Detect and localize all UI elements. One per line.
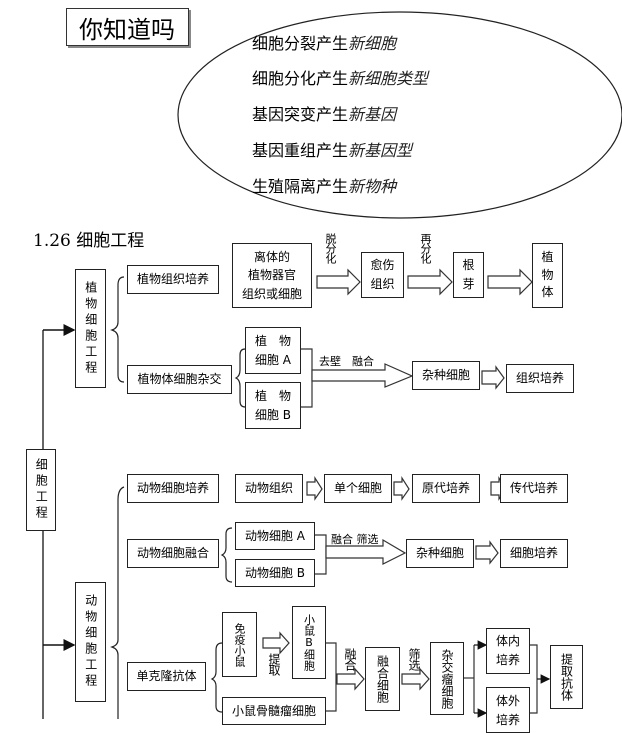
fuse-label: 融合 (343, 648, 357, 670)
did-you-know-banner: 你知道吗 (66, 8, 189, 46)
monoclonal-antibody-node: 单克隆抗体 (127, 662, 206, 691)
animal-hybrid-cell-node: 杂种细胞 (406, 539, 474, 568)
block-arrow (336, 667, 365, 691)
plant-hybrid-cell-node: 杂种细胞 (412, 361, 480, 390)
plant-cell-a-node: 植 物细胞 A (245, 327, 301, 374)
single-cell-node: 单个细胞 (324, 474, 392, 503)
extract-antibody-node: 提取抗体 (550, 645, 583, 709)
animal-tissue-node: 动物组织 (235, 474, 303, 503)
primary-culture-node: 原代培养 (412, 474, 480, 503)
myeloma-cell-node: 小鼠骨髓瘤细胞 (222, 697, 326, 725)
animal-cell-a-node: 动物细胞 A (235, 522, 315, 550)
extract-label: 提取 (267, 653, 281, 675)
plant-tissue-culture-result-node: 组织培养 (506, 364, 574, 393)
fact-item: 细胞分裂产生新细胞 (252, 34, 397, 53)
plant-body-node: 植物体 (532, 243, 563, 308)
plant-engineering-node: 植物细胞工程 (75, 269, 106, 388)
block-arrow (262, 631, 290, 655)
did-you-know-title: 你知道吗 (79, 15, 175, 44)
block-arrow (325, 538, 407, 565)
redifferentiation-label: 再分化 (419, 233, 432, 263)
animal-cell-b-node: 动物细胞 B (235, 559, 315, 587)
hybridoma-node: 杂交瘤细胞 (430, 642, 464, 715)
fact-item: 基因突变产生新基因 (252, 105, 397, 124)
mouse-b-cell-node: 小鼠B细胞 (292, 606, 326, 679)
subculture-node: 传代培养 (500, 474, 568, 503)
section-title: 1.26 细胞工程 (33, 231, 145, 251)
block-arrow (475, 540, 499, 565)
plant-tissue-culture-node: 植物组织培养 (127, 265, 219, 294)
block-arrow (316, 268, 361, 296)
immune-mouse-node: 免疫小鼠 (222, 612, 257, 677)
fusion-screening-label: 融合 筛选 (331, 533, 379, 546)
block-arrow (481, 365, 505, 390)
block-arrow (407, 268, 453, 296)
plant-somatic-hybridization-node: 植物体细胞杂交 (127, 365, 232, 394)
block-arrow (306, 475, 323, 501)
fact-item: 细胞分化产生新细胞类型 (252, 69, 429, 88)
explant-node: 离体的 植物器官 组织或细胞 (232, 243, 312, 308)
dedifferentiation-label: 脱分化 (324, 233, 337, 263)
animal-cell-fusion-node: 动物细胞融合 (127, 539, 219, 568)
block-arrow (487, 268, 533, 296)
fact-item: 生殖隔离产生新物种 (252, 177, 397, 196)
root-node: 细胞工程 (26, 449, 56, 531)
in-vitro-culture-node: 体外培养 (486, 687, 530, 733)
plant-brace (110, 276, 125, 383)
block-arrow (311, 363, 414, 388)
cell-culture-result-node: 细胞培养 (500, 539, 568, 568)
root-shoot-node: 根芽 (453, 252, 484, 298)
block-arrow (393, 475, 410, 501)
callus-node: 愈伤组织 (361, 252, 404, 298)
wall-removal-fusion-label: 去壁 融合 (319, 355, 374, 368)
animal-engineering-node: 动物细胞工程 (75, 582, 106, 702)
in-vivo-culture-node: 体内培养 (486, 628, 530, 674)
animal-cell-culture-node: 动物细胞培养 (127, 474, 219, 503)
fact-item: 基因重组产生新基因型 (252, 141, 413, 160)
fused-cell-node: 融合细胞 (365, 647, 400, 711)
plant-cell-b-node: 植 物细胞 B (245, 382, 301, 429)
screening-label: 筛选 (407, 648, 421, 670)
block-arrow (401, 667, 430, 691)
speech-bubble-ellipse (177, 11, 622, 219)
